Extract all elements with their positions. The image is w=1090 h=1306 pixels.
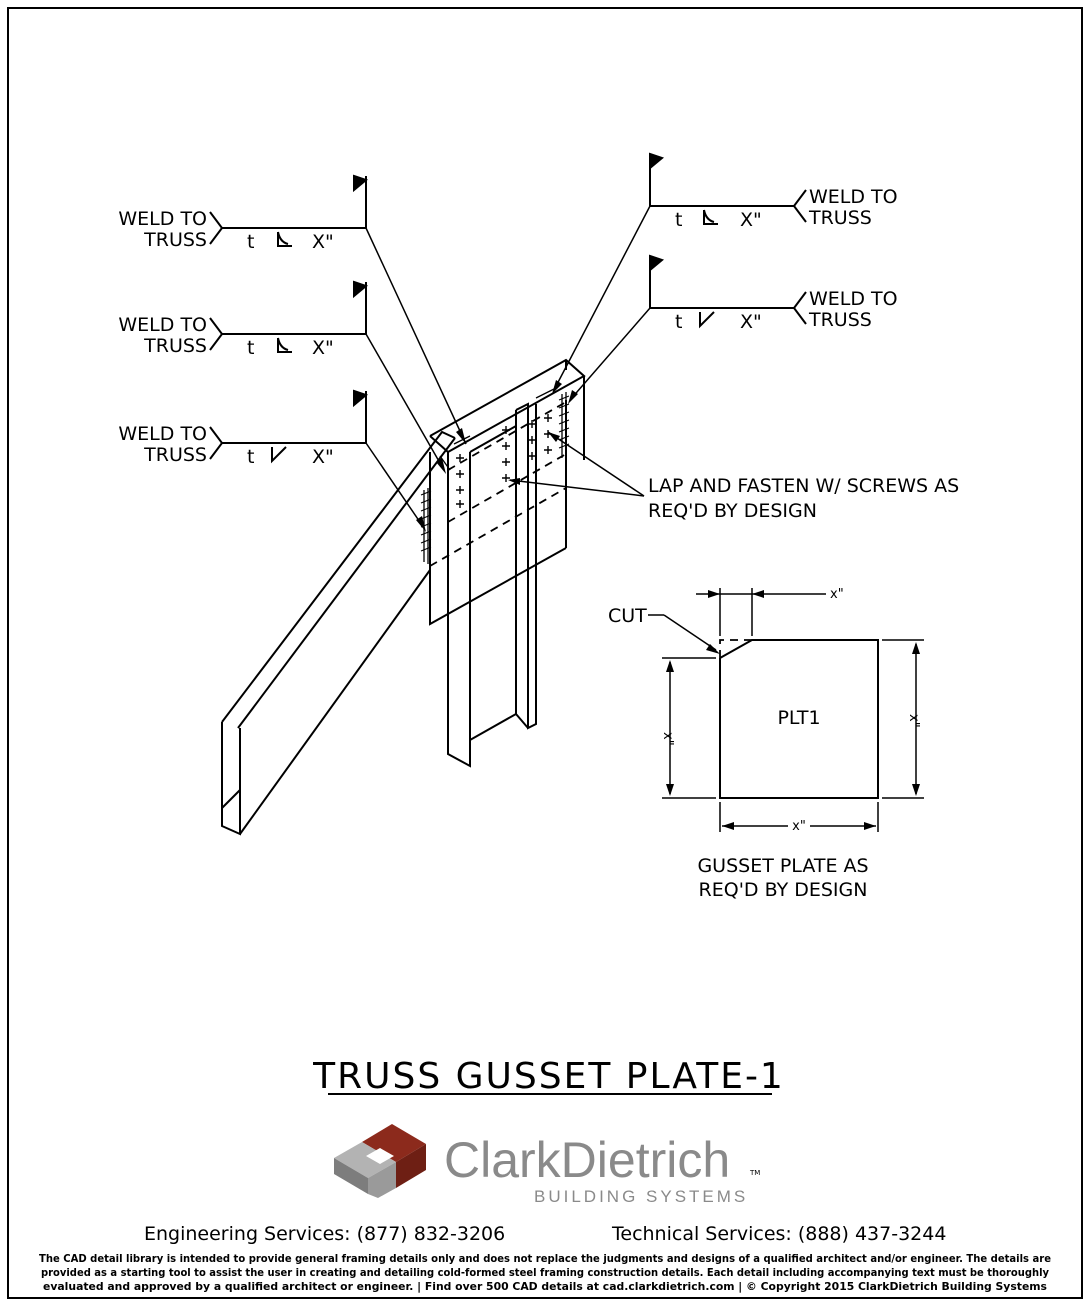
plate-label: PLT1	[777, 707, 820, 729]
weld-label-line1: WELD TO	[118, 423, 207, 445]
lap-note-line1: LAP AND FASTEN W/ SCREWS AS	[648, 475, 959, 497]
weld-label-line2: TRUSS	[143, 335, 207, 357]
logo-sub: BUILDING SYSTEMS	[534, 1187, 748, 1206]
technical-services: Technical Services: (888) 437-3244	[611, 1223, 946, 1245]
weld-thickness: t	[247, 446, 254, 468]
weld-callout-right-bottom: WELD TO TRUSS t X"	[568, 254, 898, 404]
weld-label-line2: TRUSS	[808, 207, 872, 229]
gusset-caption-line1: GUSSET PLATE AS	[697, 855, 868, 877]
weld-label-line1: WELD TO	[118, 208, 207, 230]
disclaimer-line3: evaluated and approved by a qualified ar…	[43, 1281, 1047, 1293]
clarkdietrich-logo: ClarkDietrich TM BUILDING SYSTEMS	[334, 1124, 760, 1206]
logo-mark-icon	[334, 1124, 426, 1198]
weld-label-line2: TRUSS	[808, 309, 872, 331]
weld-callout-right-top: WELD TO TRUSS t X"	[552, 152, 898, 394]
dim-bottom: x"	[792, 819, 806, 834]
field-weld-flag-icon	[353, 280, 369, 299]
weld-label-line2: TRUSS	[143, 229, 207, 251]
weld-label-line1: WELD TO	[809, 288, 898, 310]
weld-label-line1: WELD TO	[118, 314, 207, 336]
field-weld-flag-icon	[353, 174, 369, 193]
sheet-border	[7, 7, 1083, 1299]
lap-fasten-note: LAP AND FASTEN W/ SCREWS AS REQ'D BY DES…	[508, 431, 959, 522]
weld-size: X"	[312, 337, 334, 359]
disclaimer-line1: The CAD detail library is intended to pr…	[39, 1253, 1051, 1265]
weld-size: X"	[740, 311, 762, 333]
weld-callout-left-middle: WELD TO TRUSS t X"	[118, 280, 446, 474]
weld-thickness: t	[247, 337, 254, 359]
field-weld-flag-icon	[649, 152, 665, 171]
weld-size: X"	[740, 209, 762, 231]
weld-label-line2: TRUSS	[143, 444, 207, 466]
gusset-caption-line2: REQ'D BY DESIGN	[699, 879, 868, 901]
field-weld-flag-icon	[353, 389, 369, 408]
gusset-plate-detail: CUT PLT1 x" x" x" x"	[608, 587, 924, 901]
weld-thickness: t	[247, 231, 254, 253]
engineering-services: Engineering Services: (877) 832-3206	[144, 1223, 505, 1245]
weld-callout-left-top: WELD TO TRUSS t X"	[118, 174, 467, 445]
weld-callout-left-bottom: WELD TO TRUSS t X"	[118, 389, 426, 532]
weld-size: X"	[312, 231, 334, 253]
field-weld-flag-icon	[649, 254, 665, 273]
logo-tm: TM	[749, 1169, 760, 1177]
weld-thickness: t	[675, 311, 682, 333]
weld-thickness: t	[675, 209, 682, 231]
detail-title: TRUSS GUSSET PLATE-1	[312, 1056, 785, 1097]
dim-right: x"	[906, 714, 921, 728]
dim-top: x"	[830, 587, 844, 602]
dim-left: x"	[660, 732, 675, 746]
lap-note-line2: REQ'D BY DESIGN	[648, 500, 817, 522]
disclaimer-line2: provided as a starting tool to assist th…	[41, 1267, 1049, 1279]
logo-name: ClarkDietrich	[444, 1132, 730, 1188]
cut-label: CUT	[608, 605, 647, 627]
weld-size: X"	[312, 446, 334, 468]
truss-assembly	[221, 358, 586, 836]
weld-label-line1: WELD TO	[809, 186, 898, 208]
